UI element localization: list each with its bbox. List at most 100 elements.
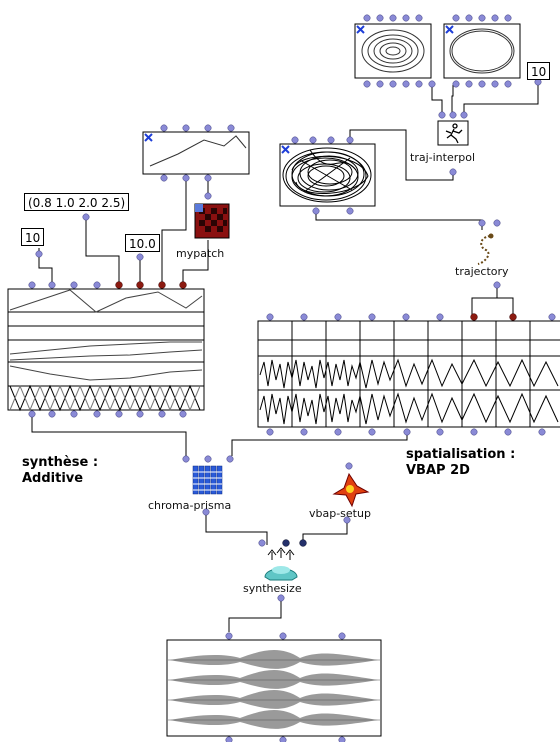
- inlet[interactable]: [415, 14, 423, 22]
- outlet[interactable]: [115, 410, 123, 418]
- trajectory-editor[interactable]: [279, 143, 376, 207]
- outlet[interactable]: [376, 80, 384, 88]
- outlet[interactable]: [403, 428, 411, 436]
- cord-mypatch-synth[interactable]: [182, 240, 209, 284]
- outlet[interactable]: [136, 410, 144, 418]
- inlet[interactable]: [465, 14, 473, 22]
- outlet[interactable]: [346, 207, 354, 215]
- cord-spat-chroma[interactable]: [231, 430, 408, 456]
- inlet[interactable]: [368, 313, 376, 321]
- inlet[interactable]: [548, 313, 556, 321]
- inlet-red[interactable]: [509, 313, 517, 321]
- inlet[interactable]: [460, 111, 468, 119]
- inlet[interactable]: [493, 219, 501, 227]
- inlet[interactable]: [346, 136, 354, 144]
- cord-spiral2-traj-interpol[interactable]: [451, 85, 454, 118]
- outlet[interactable]: [82, 213, 90, 221]
- outlet[interactable]: [343, 516, 351, 524]
- outlet[interactable]: [504, 428, 512, 436]
- outlet[interactable]: [491, 80, 499, 88]
- spiral-editor-2[interactable]: [443, 23, 521, 79]
- inlet[interactable]: [402, 14, 410, 22]
- outlet[interactable]: [202, 508, 210, 516]
- outlet[interactable]: [504, 80, 512, 88]
- inlet-dark[interactable]: [299, 539, 307, 547]
- cord-synth-chroma[interactable]: [31, 413, 187, 456]
- inlet[interactable]: [376, 14, 384, 22]
- chroma-prisma-icon[interactable]: [192, 465, 223, 495]
- outlet[interactable]: [28, 410, 36, 418]
- cord-list-synth[interactable]: [85, 214, 120, 284]
- inlet[interactable]: [182, 124, 190, 132]
- vbap-setup-icon[interactable]: [332, 472, 370, 508]
- inlet-red[interactable]: [158, 281, 166, 289]
- outlet[interactable]: [415, 80, 423, 88]
- close-x-icon[interactable]: [144, 133, 153, 142]
- outlet[interactable]: [48, 410, 56, 418]
- outlet[interactable]: [363, 80, 371, 88]
- inlet-dark[interactable]: [282, 539, 290, 547]
- inlet[interactable]: [48, 281, 56, 289]
- inlet-red[interactable]: [115, 281, 123, 289]
- outlet[interactable]: [470, 428, 478, 436]
- close-x-icon[interactable]: [281, 145, 290, 154]
- inlet[interactable]: [204, 124, 212, 132]
- inlet[interactable]: [93, 281, 101, 289]
- inlet-red[interactable]: [136, 281, 144, 289]
- inlet[interactable]: [327, 136, 335, 144]
- outlet[interactable]: [93, 410, 101, 418]
- inlet[interactable]: [363, 14, 371, 22]
- inlet[interactable]: [204, 192, 212, 200]
- inlet[interactable]: [28, 281, 36, 289]
- outlet[interactable]: [266, 428, 274, 436]
- cord-synthesize-sound[interactable]: [228, 598, 282, 632]
- number-box-10-0[interactable]: 10.0: [125, 234, 160, 252]
- outlet[interactable]: [277, 594, 285, 602]
- outlet[interactable]: [334, 428, 342, 436]
- cord-trajectory-spat-b[interactable]: [496, 283, 514, 316]
- outlet[interactable]: [70, 410, 78, 418]
- outlet[interactable]: [225, 736, 233, 742]
- cord-traj-interpol-out[interactable]: [349, 129, 454, 181]
- inlet[interactable]: [227, 124, 235, 132]
- spiral-editor-1[interactable]: [354, 23, 432, 79]
- cord-vbap-synthesize[interactable]: [302, 520, 348, 543]
- cord-trajbox-trajectory[interactable]: [315, 211, 483, 230]
- outlet[interactable]: [428, 80, 436, 88]
- inlet[interactable]: [389, 14, 397, 22]
- outlet[interactable]: [449, 168, 457, 176]
- cord-num10-traj-interpol[interactable]: [463, 80, 539, 118]
- outlet[interactable]: [179, 410, 187, 418]
- inlet[interactable]: [182, 455, 190, 463]
- outlet[interactable]: [182, 174, 190, 182]
- inlet[interactable]: [204, 455, 212, 463]
- outlet[interactable]: [158, 410, 166, 418]
- inlet[interactable]: [449, 111, 457, 119]
- outlet[interactable]: [538, 428, 546, 436]
- outlet[interactable]: [436, 428, 444, 436]
- outlet[interactable]: [35, 250, 43, 258]
- outlet[interactable]: [402, 80, 410, 88]
- inlet[interactable]: [258, 539, 266, 547]
- list-box[interactable]: (0.8 1.0 2.0 2.5): [24, 193, 130, 211]
- outlet[interactable]: [136, 253, 144, 261]
- spatialisation-matrix[interactable]: [257, 320, 560, 428]
- outlet[interactable]: [312, 207, 320, 215]
- inlet[interactable]: [279, 632, 287, 640]
- inlet[interactable]: [309, 136, 317, 144]
- outlet[interactable]: [389, 80, 397, 88]
- outlet[interactable]: [338, 736, 346, 742]
- inlet[interactable]: [478, 219, 486, 227]
- cord-chroma-synthesize[interactable]: [205, 512, 268, 545]
- trajectory-icon[interactable]: [477, 233, 494, 265]
- inlet[interactable]: [300, 313, 308, 321]
- inlet[interactable]: [291, 136, 299, 144]
- abstraction-patch-icon[interactable]: [194, 203, 230, 239]
- inlet[interactable]: [225, 632, 233, 640]
- outlet[interactable]: [478, 80, 486, 88]
- inlet[interactable]: [334, 313, 342, 321]
- inlet[interactable]: [338, 632, 346, 640]
- inlet[interactable]: [402, 313, 410, 321]
- inlet[interactable]: [504, 14, 512, 22]
- outlet[interactable]: [452, 80, 460, 88]
